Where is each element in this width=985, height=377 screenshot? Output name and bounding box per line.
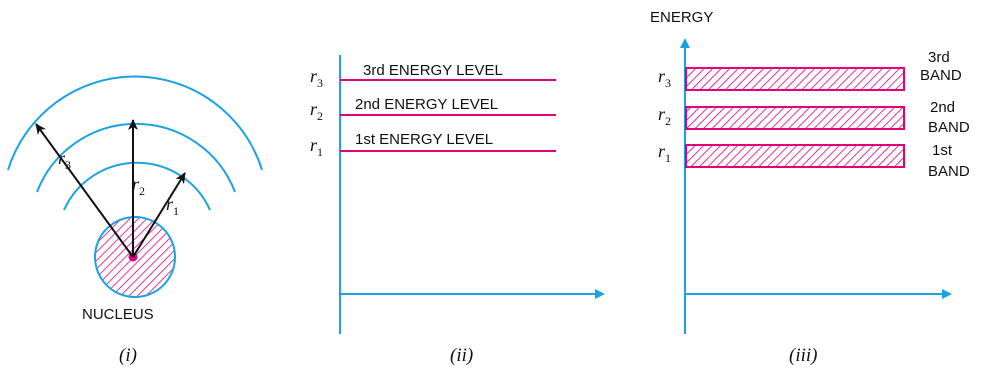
energy-level-2-label: 2nd ENERGY LEVEL — [355, 96, 498, 113]
level-r3: r3 — [310, 66, 323, 90]
nucleus-label: NUCLEUS — [82, 306, 154, 323]
level-r2: r2 — [310, 99, 323, 123]
label-r3: r3 — [58, 148, 71, 172]
band-3-label-line1: 3rd — [928, 49, 950, 66]
band-2-label-line1: 2nd — [930, 99, 955, 116]
band-r3: r3 — [658, 66, 671, 90]
orbit-arc-1 — [63, 161, 211, 211]
caption-iii: (iii) — [789, 345, 818, 366]
band-2-label-line2: BAND — [928, 119, 970, 136]
label-r2: r2 — [132, 174, 145, 198]
radius-arrow-r3 — [35, 123, 134, 258]
band-r2: r2 — [658, 104, 671, 128]
band-1-label-line1: 1st — [932, 142, 953, 159]
label-r1: r1 — [166, 194, 179, 218]
caption-ii: (ii) — [450, 345, 473, 366]
panel-atom: r3 r2 r1 NUCLEUS (i) — [7, 75, 263, 366]
band-1-label-line2: BAND — [928, 163, 970, 180]
band-r1: r1 — [658, 141, 671, 165]
energy-level-1-label: 1st ENERGY LEVEL — [355, 131, 493, 148]
caption-i: (i) — [119, 345, 137, 366]
band-3-label-line2: BAND — [920, 67, 962, 84]
panel-energy-bands: ENERGY r3 r2 r1 3rd BAND 2nd BAND 1st BA… — [650, 9, 970, 366]
level-r1: r1 — [310, 135, 323, 159]
panel-energy-levels: 3rd ENERGY LEVEL 2nd ENERGY LEVEL 1st EN… — [310, 55, 605, 366]
orbit-arc-3 — [7, 75, 263, 171]
energy-level-3-label: 3rd ENERGY LEVEL — [363, 62, 503, 79]
radius-arrow-r1 — [132, 172, 186, 258]
band-3 — [685, 67, 905, 91]
band-1 — [685, 144, 905, 168]
energy-axis-label: ENERGY — [650, 9, 713, 26]
band-2 — [685, 106, 905, 130]
